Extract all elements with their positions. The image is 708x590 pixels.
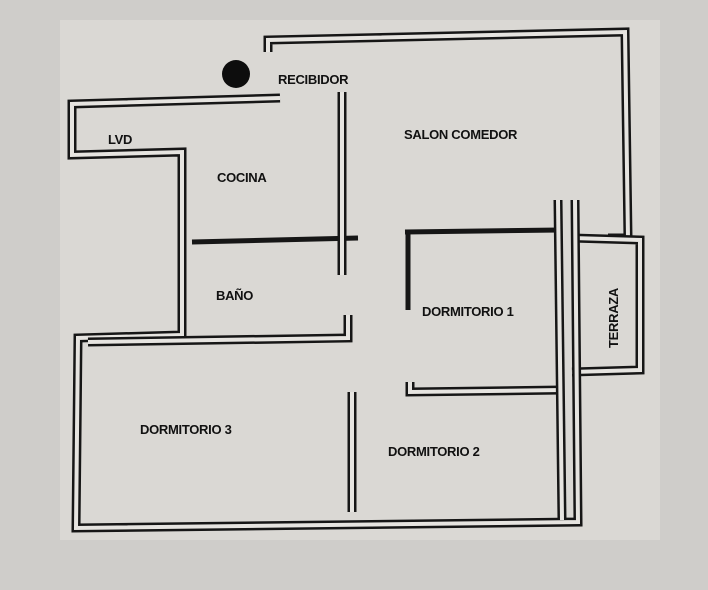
outer-walls: [67, 27, 645, 533]
room-label-bano: BAÑO: [216, 288, 253, 303]
room-label-lvd: LVD: [108, 132, 132, 147]
room-label-dormitorio-1: DORMITORIO 1: [422, 304, 514, 319]
room-label-dormitorio-3: DORMITORIO 3: [140, 422, 232, 437]
room-label-dormitorio-2: DORMITORIO 2: [388, 444, 480, 459]
room-label-cocina: COCINA: [217, 170, 267, 185]
entrance-marker-icon: [222, 60, 250, 88]
room-label-terraza: TERRAZA: [606, 287, 621, 348]
room-label-salon-comedor: SALON COMEDOR: [404, 127, 518, 142]
room-label-recibidor: RECIBIDOR: [278, 72, 349, 87]
interior-walls: [87, 92, 567, 521]
